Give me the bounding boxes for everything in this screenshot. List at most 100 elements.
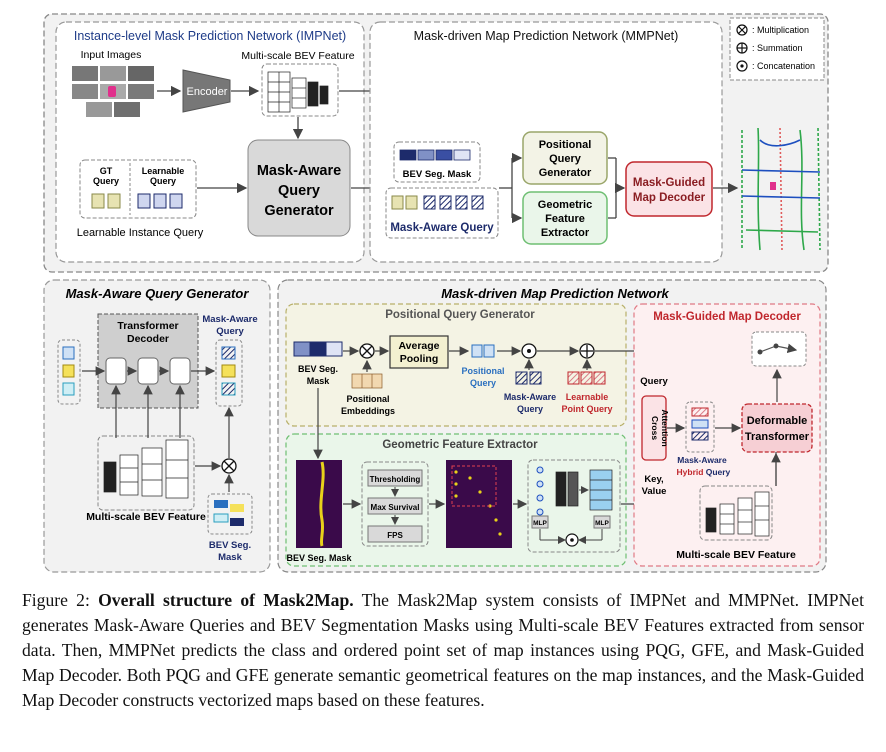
gfe-process-box xyxy=(361,461,429,547)
input-images-label: Input Images xyxy=(81,49,142,61)
pqg-mask-aware-query-label-1: Mask-Aware xyxy=(504,392,556,402)
maqg-detail-bev-seg-1: BEV Seg. xyxy=(209,540,251,551)
decoder-output-box xyxy=(751,331,807,367)
gfe-mlp-box xyxy=(527,459,621,553)
average-pooling-label-2: Pooling xyxy=(400,353,439,365)
positional-query-label-1: Positional xyxy=(461,366,504,376)
mmpnet-title: Mask-driven Map Prediction Network (MMPN… xyxy=(414,29,679,43)
learnable-point-query-label-1: Learnable xyxy=(566,392,609,402)
pqg-block xyxy=(522,131,608,185)
positional-query-cubes xyxy=(471,344,495,358)
average-pooling-block xyxy=(389,335,449,369)
learnable-point-query-label-2: Point Query xyxy=(561,404,612,414)
legend-concatenation: : Concatenation xyxy=(752,61,815,71)
gfe-bev-seg-lane xyxy=(319,461,325,547)
decoder-bev-cubes xyxy=(705,491,770,537)
cross-attention-block xyxy=(641,395,667,461)
pqg-detail-box xyxy=(285,303,627,427)
pqg-concat-icon xyxy=(521,343,537,359)
input-images-thumbnails xyxy=(72,66,154,117)
decoder-layers xyxy=(105,357,191,385)
learnable-query-cubes xyxy=(137,193,183,209)
max-survival-block xyxy=(367,497,423,515)
maqg-bev-cubes xyxy=(103,439,189,499)
output-query-cubes xyxy=(221,346,236,396)
max-survival-label: Max Survival xyxy=(371,503,420,512)
positional-embeddings-label-2: Embeddings xyxy=(341,406,395,416)
maqg-bev-group xyxy=(97,435,195,511)
pqg-multiply-icon xyxy=(359,343,375,359)
gfe-detail-title: Geometric Feature Extractor xyxy=(382,439,538,451)
pqg-mask-aware-query-cubes xyxy=(515,371,542,385)
legend-summation: : Summation xyxy=(752,43,803,53)
key-value-label-1: Key, xyxy=(644,474,663,485)
encoder-block xyxy=(182,69,231,113)
gfe-concat-icon xyxy=(565,533,579,547)
mask-aware-query-label: Mask-Aware Query xyxy=(390,222,494,234)
decoder-label-2: Map Decoder xyxy=(633,192,706,204)
gfe-point-nodes xyxy=(536,466,544,516)
hybrid-query-cubes xyxy=(691,407,709,441)
pqg-label-2: Query xyxy=(549,153,582,165)
maqg-detail-mask-aware-query-2: Query xyxy=(216,326,244,337)
bev-seg-mask-label: BEV Seg. Mask xyxy=(403,169,472,180)
decoder-bev-group xyxy=(699,485,773,541)
learnable-instance-query-group xyxy=(79,159,197,219)
cross-attention-label-2: Attention xyxy=(660,409,670,446)
deformable-transformer-label-2: Transformer xyxy=(745,431,810,443)
maqg-detail-title: Mask-Aware Query Generator xyxy=(66,286,250,301)
decoder-query-label: Query xyxy=(640,376,668,387)
input-query-stack xyxy=(57,339,81,405)
gfe-bev-seg-label: BEV Seg. Mask xyxy=(286,553,352,563)
maqg-detail-mask-aware-query-1: Mask-Aware xyxy=(202,314,257,325)
impnet-title: Instance-level Mask Prediction Network (… xyxy=(74,29,346,43)
maqg-multiply-icon xyxy=(221,458,237,474)
caption-lead: Overall structure of Mask2Map. xyxy=(98,590,354,610)
gfe-sampled-points xyxy=(454,470,502,536)
decoder-output-polyline xyxy=(757,343,798,355)
positional-embeddings-cubes xyxy=(351,373,383,389)
concatenation-icon xyxy=(736,60,748,72)
fps-block xyxy=(367,525,423,543)
thresholding-label: Thresholding xyxy=(370,475,421,484)
architecture-diagram: Instance-level Mask Prediction Network (… xyxy=(43,13,829,573)
caption-body: The Mask2Map system consists of IMPNet a… xyxy=(22,590,864,710)
fps-label: FPS xyxy=(387,531,403,540)
gfe-mlp-left-label: MLP xyxy=(533,520,547,527)
pqg-bev-seg-cubes xyxy=(293,341,343,357)
decoder-label-1: Mask-Guided xyxy=(633,177,705,189)
gfe-mlp-right-block xyxy=(593,515,611,529)
pqg-sum-icon xyxy=(579,343,595,359)
pqg-detail-title: Positional Query Generator xyxy=(385,309,535,321)
input-query-cubes xyxy=(62,346,75,396)
gfe-feature-cubes xyxy=(555,469,613,511)
average-pooling-label-1: Average xyxy=(398,340,439,352)
multiplication-icon xyxy=(736,24,748,36)
key-value-label-2: Value xyxy=(642,486,667,497)
thresholding-block xyxy=(367,469,423,487)
hybrid-query-label-2: Hybrid xyxy=(677,467,704,477)
deformable-transformer-label-1: Deformable xyxy=(747,415,808,427)
multiscale-bev-cubes xyxy=(267,71,329,113)
mask-aware-query-cubes xyxy=(391,195,484,210)
gfe-block xyxy=(522,191,608,245)
pqg-bev-seg-label-2: Mask xyxy=(307,376,331,386)
maqg-label-2: Query xyxy=(278,183,320,199)
pqg-label-3: Generator xyxy=(539,167,592,179)
gt-query-label-2: Query xyxy=(93,176,119,186)
mmpn-detail-title: Mask-driven Map Prediction Network xyxy=(441,286,669,301)
learnable-instance-query-label: Learnable Instance Query xyxy=(77,227,204,239)
gt-query-label-1: GT xyxy=(100,166,113,176)
positional-embeddings-label-1: Positional xyxy=(346,394,389,404)
gfe-mlp-left-block xyxy=(531,515,549,529)
multiscale-bev-group xyxy=(261,63,339,117)
caption-figure-label: Figure 2: xyxy=(22,590,90,610)
bev-seg-mask-group xyxy=(393,141,481,183)
learnable-query-label-1: Learnable xyxy=(142,166,185,176)
mask-aware-query-group xyxy=(385,187,499,239)
maqg-detail-bev-label: Multi-scale BEV Feature xyxy=(86,511,206,523)
learnable-point-query-cubes xyxy=(567,371,606,385)
bev-seg-mask-cubes xyxy=(399,149,471,161)
figure-caption: Figure 2: Overall structure of Mask2Map.… xyxy=(22,588,864,713)
positional-query-label-2: Query xyxy=(470,378,496,388)
